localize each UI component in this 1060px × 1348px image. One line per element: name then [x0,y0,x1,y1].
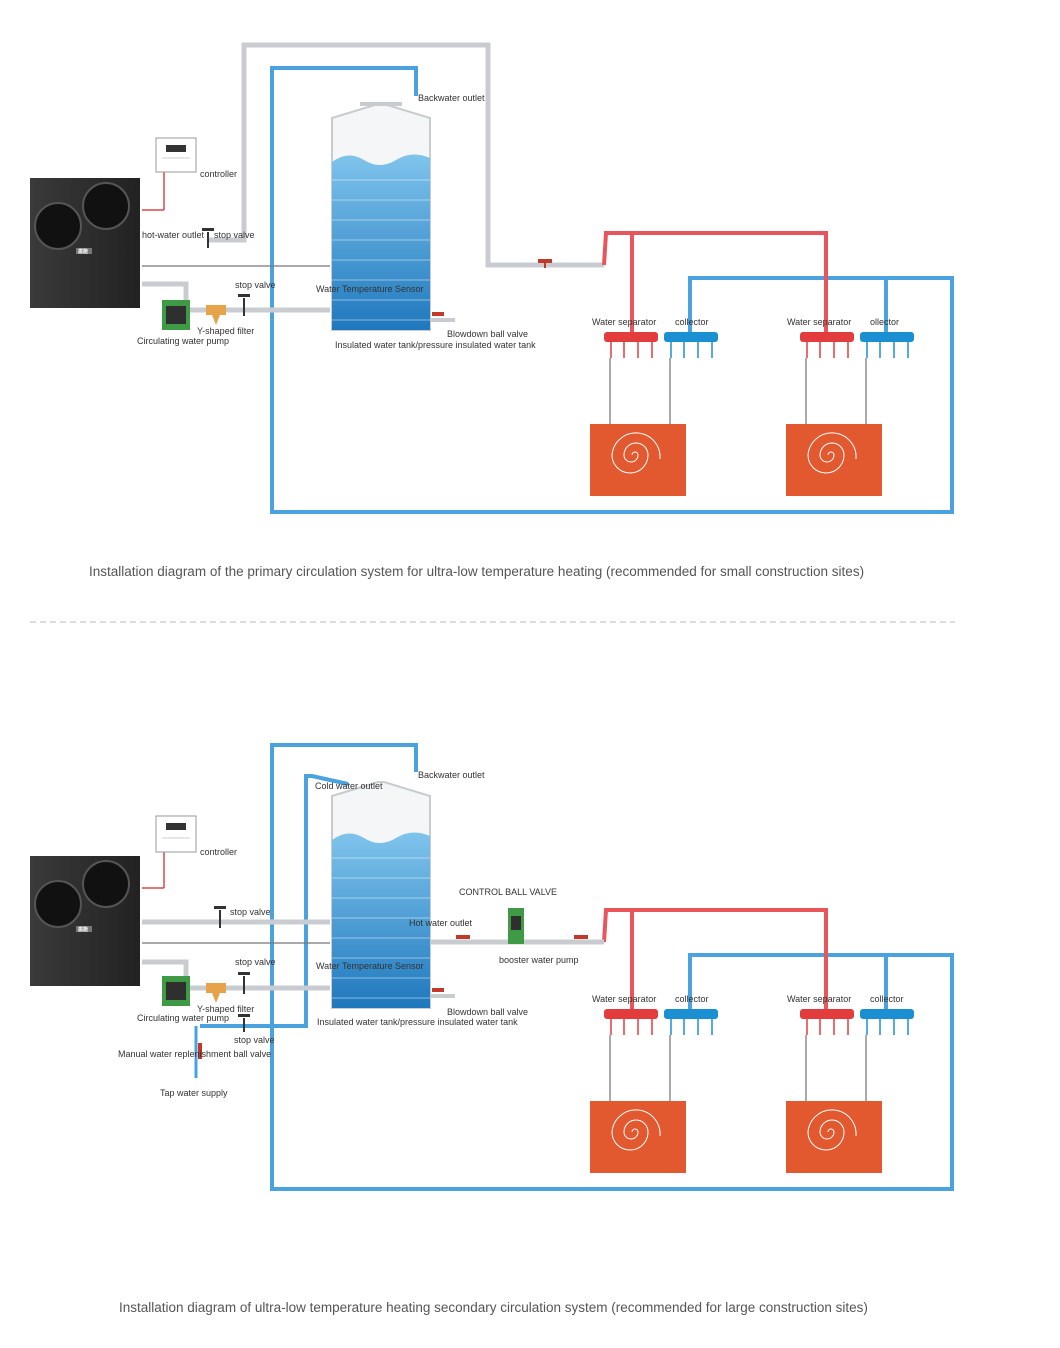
radiator-icon [590,1101,686,1173]
label-tap-water-supply: Tap water supply [160,1088,228,1098]
tank-icon [331,102,431,331]
label-collector: collector [675,994,709,1004]
valve-icon [238,294,250,316]
label-cold-water-outlet: Cold water outlet [315,781,383,791]
valve-icon [238,972,250,994]
label-backwater-outlet: Backwater outlet [418,93,485,103]
diagram-primary: 盾能 [30,42,954,579]
label-water-separator: Water separator [787,317,851,327]
pump-icon [508,908,524,944]
pump-icon [162,976,190,1006]
filter-icon [206,305,226,325]
collector [664,1009,718,1035]
controller-icon [155,815,197,853]
label-water-temperature-sensor: Water Temperature Sensor [316,284,424,294]
label-stop-valve: stop valve [235,957,276,967]
svg-text:盾能: 盾能 [78,926,88,933]
label-stop-valve: stop valve [230,907,271,917]
blue-return-loop [270,66,954,514]
water-separator [800,1009,854,1035]
caption-secondary: Installation diagram of ultra-low temper… [119,1300,868,1315]
cold-water-pipe [200,774,349,1028]
filter-icon [206,983,226,1003]
controller-icon [155,137,197,173]
fan-icon [34,202,82,250]
caption-primary: Installation diagram of the primary circ… [89,564,864,579]
spiral-icon [611,432,661,474]
label-insulated-tank: Insulated water tank/pressure insulated … [335,340,536,350]
label-collector: collector [870,994,904,1004]
pump-inlet-pipe [142,281,189,300]
label-stop-valve: stop valve [234,1035,275,1045]
radiator-icon [786,1101,882,1173]
label-blowdown-ball-valve: Blowdown ball valve [447,329,528,339]
blue-return-loop [270,743,954,1191]
valve-icon [456,935,470,939]
label-circulating-water-pump: Circulating water pump [137,1013,229,1023]
valve-icon [574,935,588,939]
diagram-secondary: 盾能 [30,743,954,1315]
pump-inlet-pipe [142,959,189,976]
tank-icon [331,781,431,1009]
fan-icon [82,860,130,908]
water-separator [800,332,854,358]
label-y-shaped-filter: Y-shaped filter [197,1004,254,1014]
collector [860,1009,914,1035]
label-water-temperature-sensor: Water Temperature Sensor [316,961,424,971]
label-stop-valve: stop valve [214,230,255,240]
pump-icon [162,300,190,330]
heat-pump-icon: 盾能 [30,856,140,986]
red-supply-loop [602,231,828,336]
label-control-ball-valve: CONTROL BALL VALVE [459,887,557,897]
valve-icon [202,228,214,248]
label-insulated-tank: Insulated water tank/pressure insulated … [317,1017,518,1027]
heat-pump-icon: 盾能 [30,178,140,308]
red-supply-loop [602,908,828,1012]
water-separator [604,1009,658,1035]
valve-icon [538,259,552,268]
valve-icon [432,312,444,316]
label-controller: controller [200,847,237,857]
label-booster-water-pump: booster water pump [499,955,579,965]
label-collector: ollector [870,317,899,327]
label-blowdown-ball-valve: Blowdown ball valve [447,1007,528,1017]
fan-icon [82,182,130,230]
label-circulating-water-pump: Circulating water pump [137,336,229,346]
label-manual-replenishment-valve: Manual water replenishment ball valve [118,1049,271,1059]
spiral-icon [807,1109,857,1151]
label-water-separator: Water separator [592,317,656,327]
valve-icon [214,906,226,928]
fan-icon [34,880,82,928]
label-hot-water-outlet: hot-water outlet [142,230,205,240]
label-y-shaped-filter: Y-shaped filter [197,326,254,336]
radiator-icon [786,424,882,496]
spiral-icon [807,432,857,474]
label-stop-valve: stop valve [235,280,276,290]
label-collector: collector [675,317,709,327]
svg-text:盾能: 盾能 [78,248,88,255]
spiral-icon [611,1109,661,1151]
label-water-separator: Water separator [592,994,656,1004]
label-backwater-outlet: Backwater outlet [418,770,485,780]
label-controller: controller [200,169,237,179]
valve-icon [432,988,444,992]
collector [664,332,718,358]
valve-icon [198,1043,202,1059]
gray-pipe-loop [208,42,604,268]
water-separator [604,332,658,358]
valve-icon [238,1014,250,1032]
radiator-icon [590,424,686,496]
label-water-separator: Water separator [787,994,851,1004]
collector [860,332,914,358]
label-hot-water-outlet: Hot water outlet [409,918,473,928]
